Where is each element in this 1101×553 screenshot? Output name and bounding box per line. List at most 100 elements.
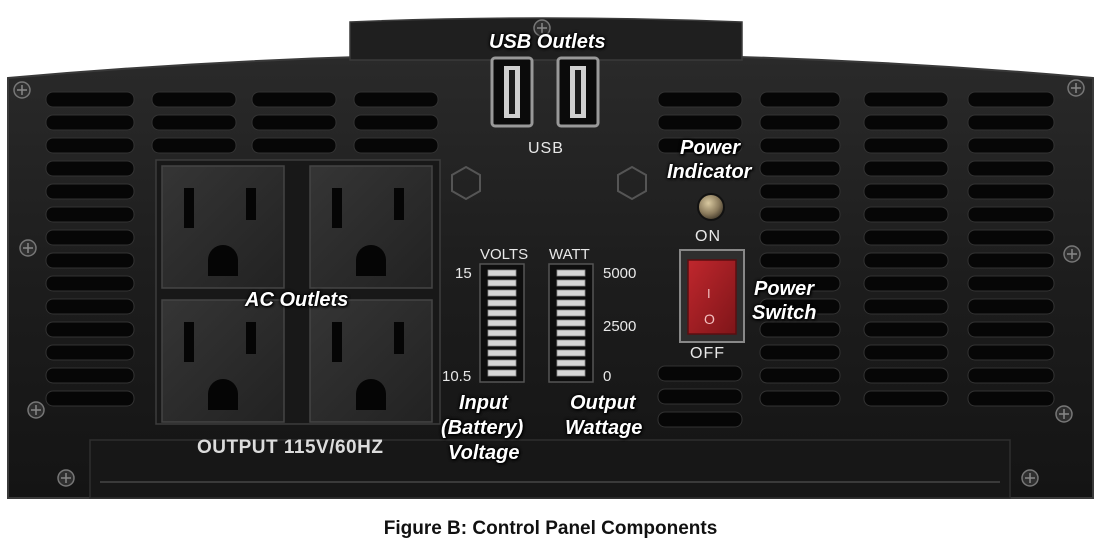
vent-slot (45, 367, 135, 384)
output-rating-label: OUTPUT 115V/60HZ (197, 437, 384, 458)
hex-screw-left (451, 165, 481, 201)
vent-slot (759, 252, 841, 269)
vent-slot (863, 252, 949, 269)
vent-slot (45, 252, 135, 269)
watt-header: WATT (549, 246, 590, 263)
vent-slot (251, 137, 337, 154)
vent-slot (863, 160, 949, 177)
bottom-lip (89, 439, 1011, 499)
vent-slot (967, 183, 1055, 200)
switch-on-mark: I (707, 286, 712, 301)
vent-slot (759, 275, 841, 292)
meter-segment (487, 349, 517, 357)
vent-slot (863, 275, 949, 292)
screw-icon (19, 239, 37, 257)
callout-ac-outlets: AC Outlets (245, 289, 349, 311)
usb-port-2 (556, 56, 600, 128)
vent-slot (863, 114, 949, 131)
vent-slot (657, 114, 743, 131)
vent-slot (45, 183, 135, 200)
callout-input-1: Input (459, 392, 508, 414)
callout-output-1: Output (570, 392, 636, 414)
vent-slot (759, 344, 841, 361)
switch-off-mark: O (704, 311, 716, 327)
vent-slot (759, 91, 841, 108)
vent-slot (45, 275, 135, 292)
hex-screw-right (617, 165, 647, 201)
volts-min-label: 10.5 (442, 368, 472, 385)
usb-label: USB (528, 140, 564, 157)
vent-slot (657, 388, 743, 405)
vent-slot (45, 206, 135, 223)
vent-slot (863, 298, 949, 315)
vent-slot (759, 390, 841, 407)
callout-power-switch-1: Power (754, 278, 815, 300)
meter-segment (487, 329, 517, 337)
vent-slot (657, 411, 743, 428)
vent-slot (251, 91, 337, 108)
vent-slot (967, 321, 1055, 338)
vent-slot (759, 229, 841, 246)
vent-slot (251, 114, 337, 131)
outlet-slot (394, 322, 404, 354)
vent-slot (151, 137, 237, 154)
volts-max-label: 15 (455, 265, 472, 282)
ac-outlet (309, 299, 433, 423)
vent-slot (967, 275, 1055, 292)
vent-slot (45, 229, 135, 246)
vent-slot (863, 137, 949, 154)
vent-slot (45, 321, 135, 338)
meter-segment (556, 319, 586, 327)
meter-segment (556, 349, 586, 357)
vent-slot (45, 160, 135, 177)
vent-slot (759, 114, 841, 131)
vent-slot (967, 114, 1055, 131)
meter-segment (556, 299, 586, 307)
meter-segment (487, 299, 517, 307)
meter-segment (487, 319, 517, 327)
on-label: ON (695, 228, 721, 245)
usb-port-1 (490, 56, 534, 128)
vent-slot (657, 91, 743, 108)
ac-outlet (161, 299, 285, 423)
volts-meter (479, 263, 525, 383)
screw-icon (57, 469, 75, 487)
vent-slot (657, 365, 743, 382)
vent-slot (863, 367, 949, 384)
meter-segment (556, 369, 586, 377)
meter-segment (556, 279, 586, 287)
outlet-slot (246, 322, 256, 354)
vent-slot (863, 183, 949, 200)
ground-hole (208, 379, 238, 410)
vent-slot (759, 367, 841, 384)
watt-meter (548, 263, 594, 383)
vent-slot (967, 344, 1055, 361)
vent-slot (863, 91, 949, 108)
power-switch (679, 249, 745, 343)
callout-input-3: Voltage (448, 442, 520, 464)
vent-slot (45, 91, 135, 108)
figure-caption: Figure B: Control Panel Components (383, 518, 718, 539)
screw-icon (13, 81, 31, 99)
vent-slot (967, 160, 1055, 177)
callout-output-2: Wattage (565, 417, 643, 439)
vent-slot (353, 137, 439, 154)
meter-segment (556, 269, 586, 277)
vent-slot (45, 298, 135, 315)
meter-segment (487, 269, 517, 277)
vent-slot (151, 114, 237, 131)
ac-outlet (161, 165, 285, 289)
ac-outlet (309, 165, 433, 289)
vent-slot (45, 137, 135, 154)
meter-segment (487, 309, 517, 317)
vent-slot (863, 321, 949, 338)
vent-slot (967, 206, 1055, 223)
ground-hole (356, 245, 386, 276)
outlet-slot (246, 188, 256, 220)
vent-slot (759, 298, 841, 315)
screw-icon (1067, 79, 1085, 97)
panel-illustration (7, 17, 1094, 499)
screw-icon (27, 401, 45, 419)
vent-slot (863, 229, 949, 246)
usb-housing (349, 17, 743, 61)
